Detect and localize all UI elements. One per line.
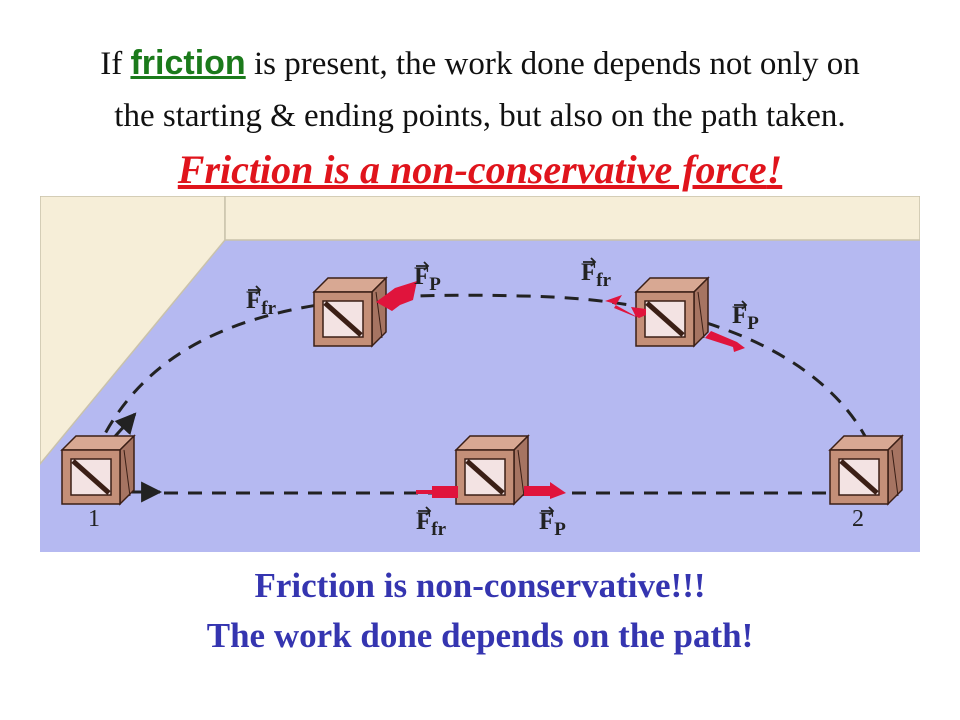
intro-line-2: the starting & ending points, but also o… xyxy=(114,98,846,134)
push-arrow-left-crate xyxy=(376,281,417,311)
conclusion-line-1: Friction is non-conservative!!! xyxy=(254,566,706,605)
headline-exclamation: ! xyxy=(766,147,783,192)
friction-keyword: friction xyxy=(130,44,246,82)
crate-curved-left xyxy=(314,278,386,346)
crate-middle xyxy=(456,436,528,504)
friction-arrow-right-crate xyxy=(605,295,646,318)
crate-end xyxy=(830,436,902,504)
point-2-label: 2 xyxy=(852,506,864,532)
headline: Friction is a non-conservative force! xyxy=(0,146,960,193)
conclusion-line-2: The work done depends on the path! xyxy=(206,616,754,655)
push-arrow-right-crate xyxy=(705,331,745,352)
vector-marks xyxy=(248,257,748,516)
wall-back xyxy=(224,195,921,241)
intro-line-1: If friction is present, the work done de… xyxy=(0,44,960,83)
intro-middle: is present, the work done depends not on… xyxy=(253,46,860,82)
intro-prefix: If xyxy=(100,46,123,82)
curved-path xyxy=(93,293,874,455)
diagram-svg: Ffr FP Ffr FP Ffr FP 1 2 xyxy=(39,195,921,552)
friction-arrow-middle-crate xyxy=(416,486,458,498)
push-arrow-middle-crate xyxy=(524,482,566,499)
friction-path-diagram: Ffr FP Ffr FP Ffr FP 1 2 xyxy=(39,195,921,552)
crate-curved-right xyxy=(636,278,708,346)
point-1-label: 1 xyxy=(88,506,100,532)
crate-start xyxy=(62,436,134,504)
headline-text: Friction is a non-conservative force xyxy=(177,147,767,192)
label-friction-middle: Ffr xyxy=(416,508,447,540)
